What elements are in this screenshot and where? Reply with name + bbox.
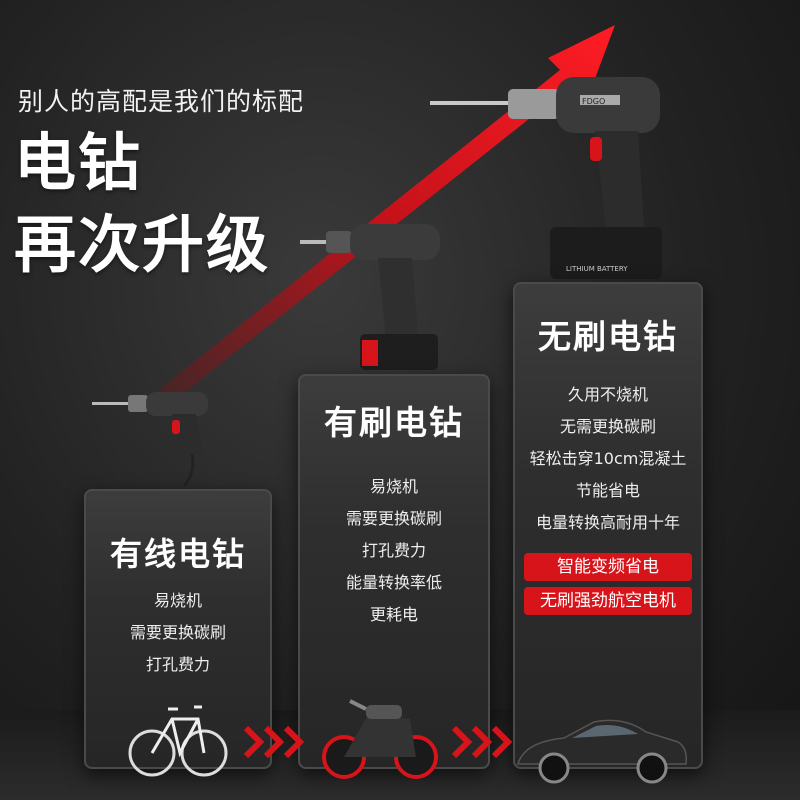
brushed-drill-icon: [300, 224, 440, 370]
chevron-right-icon: [244, 725, 305, 759]
feature-item: 需要更换碳刷: [345, 509, 442, 528]
tier-brushed: 有刷电钻 易烧机 需要更换碳刷 打孔费力 能量转换率低 更耗电: [298, 374, 490, 769]
feature-item: 更耗电: [369, 605, 418, 624]
tier-title: 无刷电钻: [538, 317, 678, 356]
feature-item: 久用不烧机: [567, 385, 648, 404]
feature-list: 久用不烧机 无需更换碳刷 轻松击穿10cm混凝土 节能省电 电量转换高耐用十年 …: [513, 379, 703, 615]
feature-item: 能量转换率低: [345, 573, 442, 592]
tier-title: 有刷电钻: [324, 403, 464, 442]
tier-corded: 有线电钻 易烧机 需要更换碳刷 打孔费力: [84, 489, 272, 769]
highlight-badge: 智能变频省电: [524, 553, 692, 581]
feature-item: 打孔费力: [145, 655, 210, 674]
chevron-right-icon: [452, 725, 513, 759]
battery-label: LITHIUM BATTERY: [566, 265, 628, 273]
feature-list: 易烧机 需要更换碳刷 打孔费力: [84, 585, 272, 681]
tier-brushless: 无刷电钻 久用不烧机 无需更换碳刷 轻松击穿10cm混凝土 节能省电 电量转换高…: [513, 282, 703, 769]
feature-item: 电量转换高耐用十年: [535, 513, 680, 532]
feature-item: 打孔费力: [361, 541, 426, 560]
motorcycle-icon: [322, 699, 438, 779]
feature-item: 需要更换碳刷: [129, 623, 226, 642]
brand-label: FDGO: [582, 97, 605, 106]
tier-title: 有线电钻: [109, 535, 246, 573]
corded-drill-icon: [92, 392, 208, 487]
feature-item: 节能省电: [575, 481, 640, 500]
slogan: 别人的高配是我们的标配: [18, 87, 305, 116]
bicycle-icon: [128, 705, 228, 777]
headline-line-2: 再次升级: [14, 208, 271, 281]
feature-item: 无需更换碳刷: [559, 417, 656, 436]
feature-item: 轻松击穿10cm混凝土: [529, 449, 687, 468]
feature-item: 易烧机: [369, 477, 418, 496]
headline-line-1: 电钻: [14, 126, 143, 199]
highlight-badge: 无刷强劲航空电机: [524, 587, 692, 615]
car-icon: [517, 719, 688, 784]
feature-item: 易烧机: [153, 591, 202, 610]
feature-list: 易烧机 需要更换碳刷 打孔费力 能量转换率低 更耗电: [298, 471, 490, 631]
brushless-drill-icon: FDGO LITHIUM BATTERY: [430, 77, 662, 279]
